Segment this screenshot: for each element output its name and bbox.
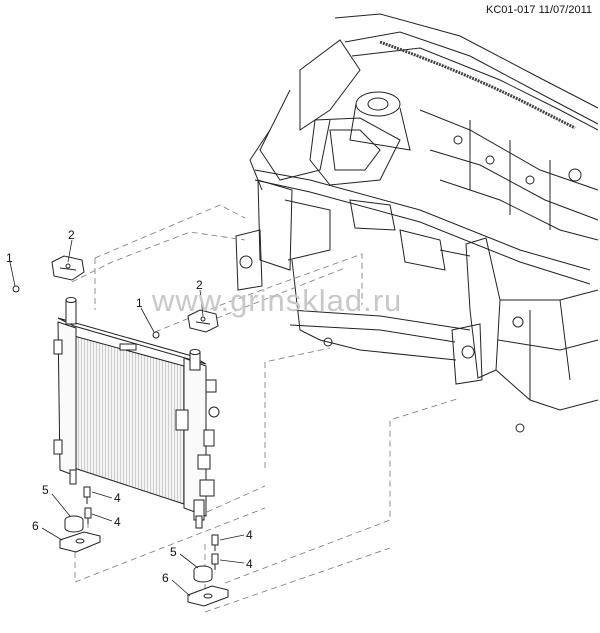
callout-1-right: 1: [136, 296, 143, 310]
leader-lines: [9, 239, 245, 597]
upper-bracket-right: [187, 309, 219, 333]
callout-4-upper-left: 4: [114, 491, 121, 505]
bolts: [12, 285, 219, 570]
callout-numbers: 1 2 1 2 5 4 4 6 4 4 5 6: [6, 228, 253, 585]
lower-insulator-right: [193, 565, 213, 583]
upper-bracket-left: [51, 255, 85, 281]
callout-5-left: 5: [42, 483, 49, 497]
callout-5-right: 5: [170, 545, 177, 559]
callout-2-left: 2: [68, 228, 75, 242]
lower-bracket-left: [59, 531, 101, 553]
drawing-id: KC01-017 11/07/2011: [485, 4, 592, 16]
vehicle-front-structure: [235, 13, 599, 433]
radiator-core: [73, 335, 185, 505]
watermark: www.grinsklad.ru: [152, 283, 403, 318]
lower-bracket-right: [187, 585, 229, 607]
callout-4-lower-left: 4: [114, 515, 121, 529]
callout-4-upper-right: 4: [246, 528, 253, 542]
alignment-lines: [71, 204, 461, 613]
radiator-assembly: [53, 297, 220, 529]
callout-6-right: 6: [162, 571, 169, 585]
callout-1-left: 1: [6, 251, 13, 265]
lower-insulator-left: [64, 515, 84, 533]
callout-2-right: 2: [196, 278, 203, 292]
callout-4-lower-right: 4: [246, 557, 253, 571]
callout-6-left: 6: [32, 519, 39, 533]
